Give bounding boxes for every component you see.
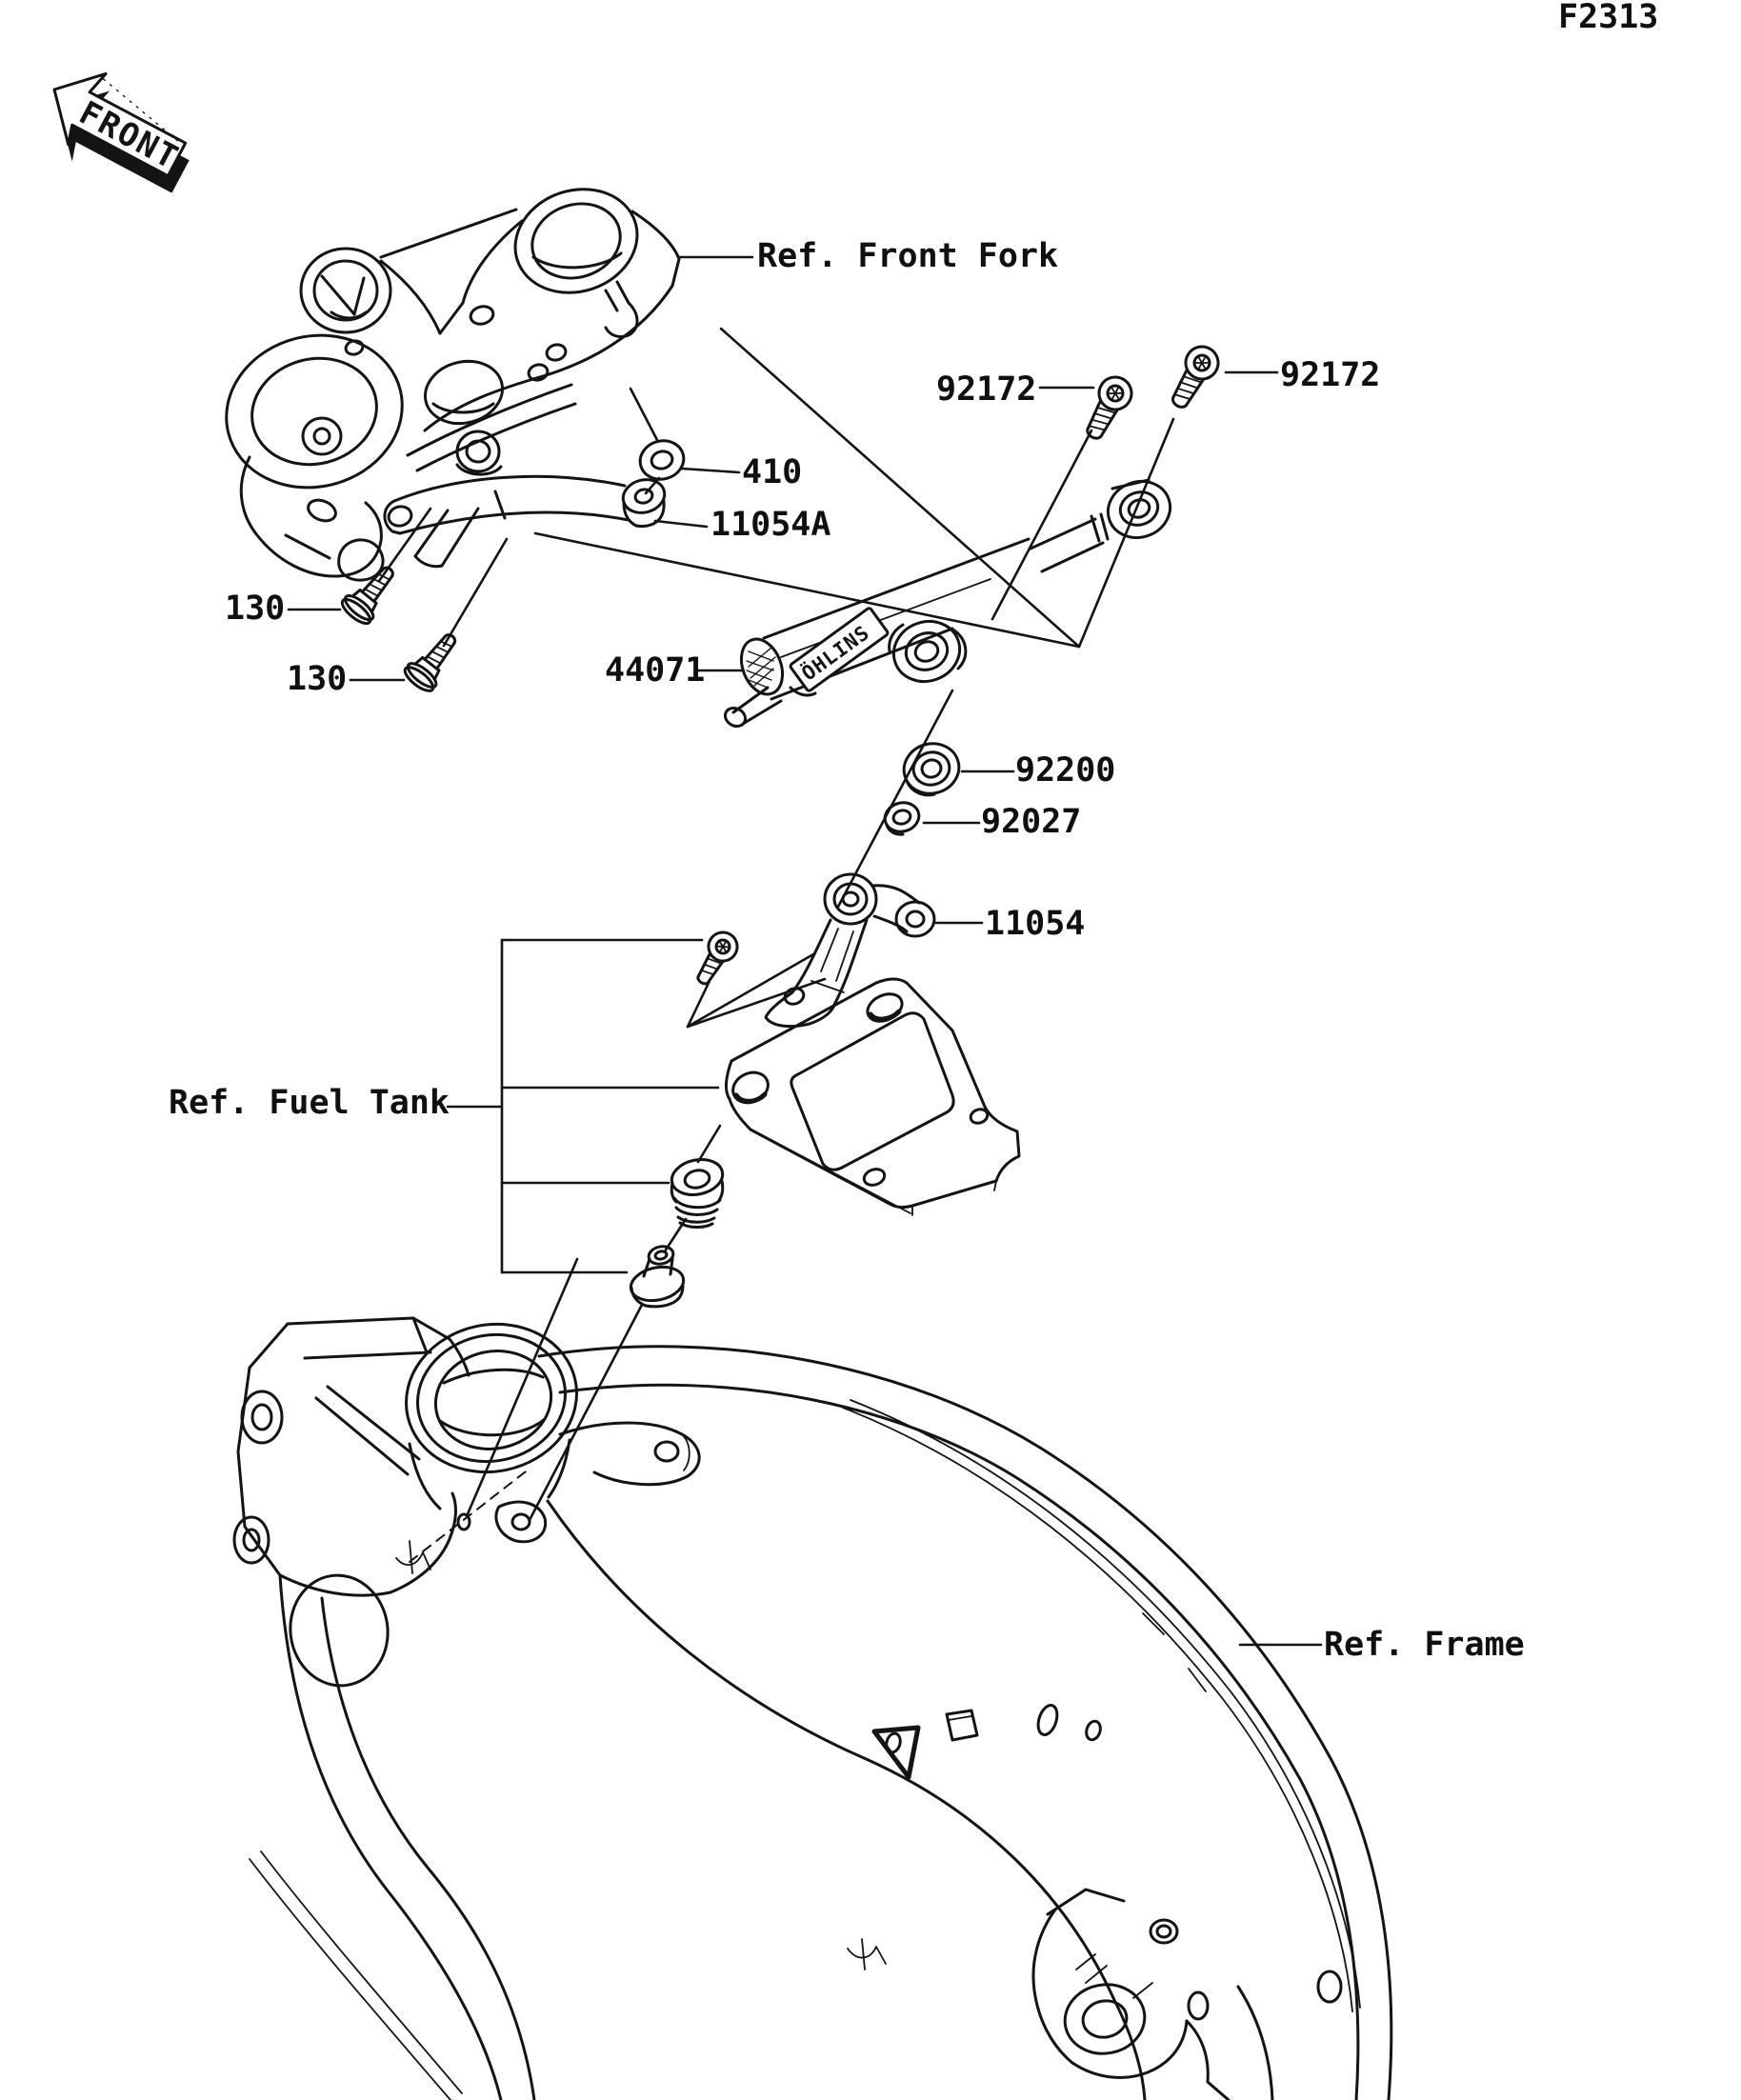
bracket-11054-drawing	[764, 872, 936, 1029]
callout-92200: 92200	[1015, 751, 1116, 790]
collar-92027-drawing	[883, 801, 921, 836]
damper-brand-plate: ÖHLINS	[789, 607, 890, 692]
callout-ref-front-fork: Ref. Front Fork	[757, 237, 1059, 275]
screw-92172-left-drawing	[1086, 375, 1133, 440]
callout-92172-left: 92172	[936, 370, 1037, 409]
callout-11054a: 11054A	[710, 506, 831, 544]
callout-ref-fuel-tank: Ref. Fuel Tank	[169, 1084, 450, 1122]
callout-44071: 44071	[605, 651, 706, 690]
washer-410-drawing	[638, 439, 686, 481]
callout-410: 410	[742, 453, 803, 491]
front-direction-marker: FRONT	[52, 71, 190, 193]
callout-130-lower: 130	[287, 660, 348, 698]
screw-92172-right-drawing	[1171, 345, 1220, 409]
screw-fuel-tank-drawing	[696, 930, 739, 986]
leader-lines	[287, 255, 1323, 1647]
washer-92200-drawing	[902, 742, 961, 797]
callout-92172-right: 92172	[1280, 356, 1381, 394]
figure-code: F2313	[1558, 0, 1659, 36]
callout-130-upper: 130	[225, 590, 286, 628]
plug-damper-drawing	[629, 1245, 686, 1309]
callout-92027: 92027	[981, 803, 1082, 841]
frame-drawing	[232, 1316, 1393, 2100]
knurl-pattern	[746, 647, 776, 689]
triple-clamp-drawing	[225, 188, 681, 582]
rubber-mount-drawings	[629, 1158, 725, 1309]
bracket-11054a-drawing	[383, 474, 667, 569]
bolt-130-lower-drawing	[403, 633, 457, 692]
callout-ref-frame: Ref. Frame	[1324, 1626, 1525, 1664]
bolt-130-upper-drawing	[340, 566, 394, 626]
grommet-drawing	[670, 1158, 725, 1230]
fuel-tank-plate-drawing	[725, 977, 1021, 1216]
callout-11054: 11054	[985, 905, 1086, 943]
hardware-drawings	[340, 345, 1220, 986]
